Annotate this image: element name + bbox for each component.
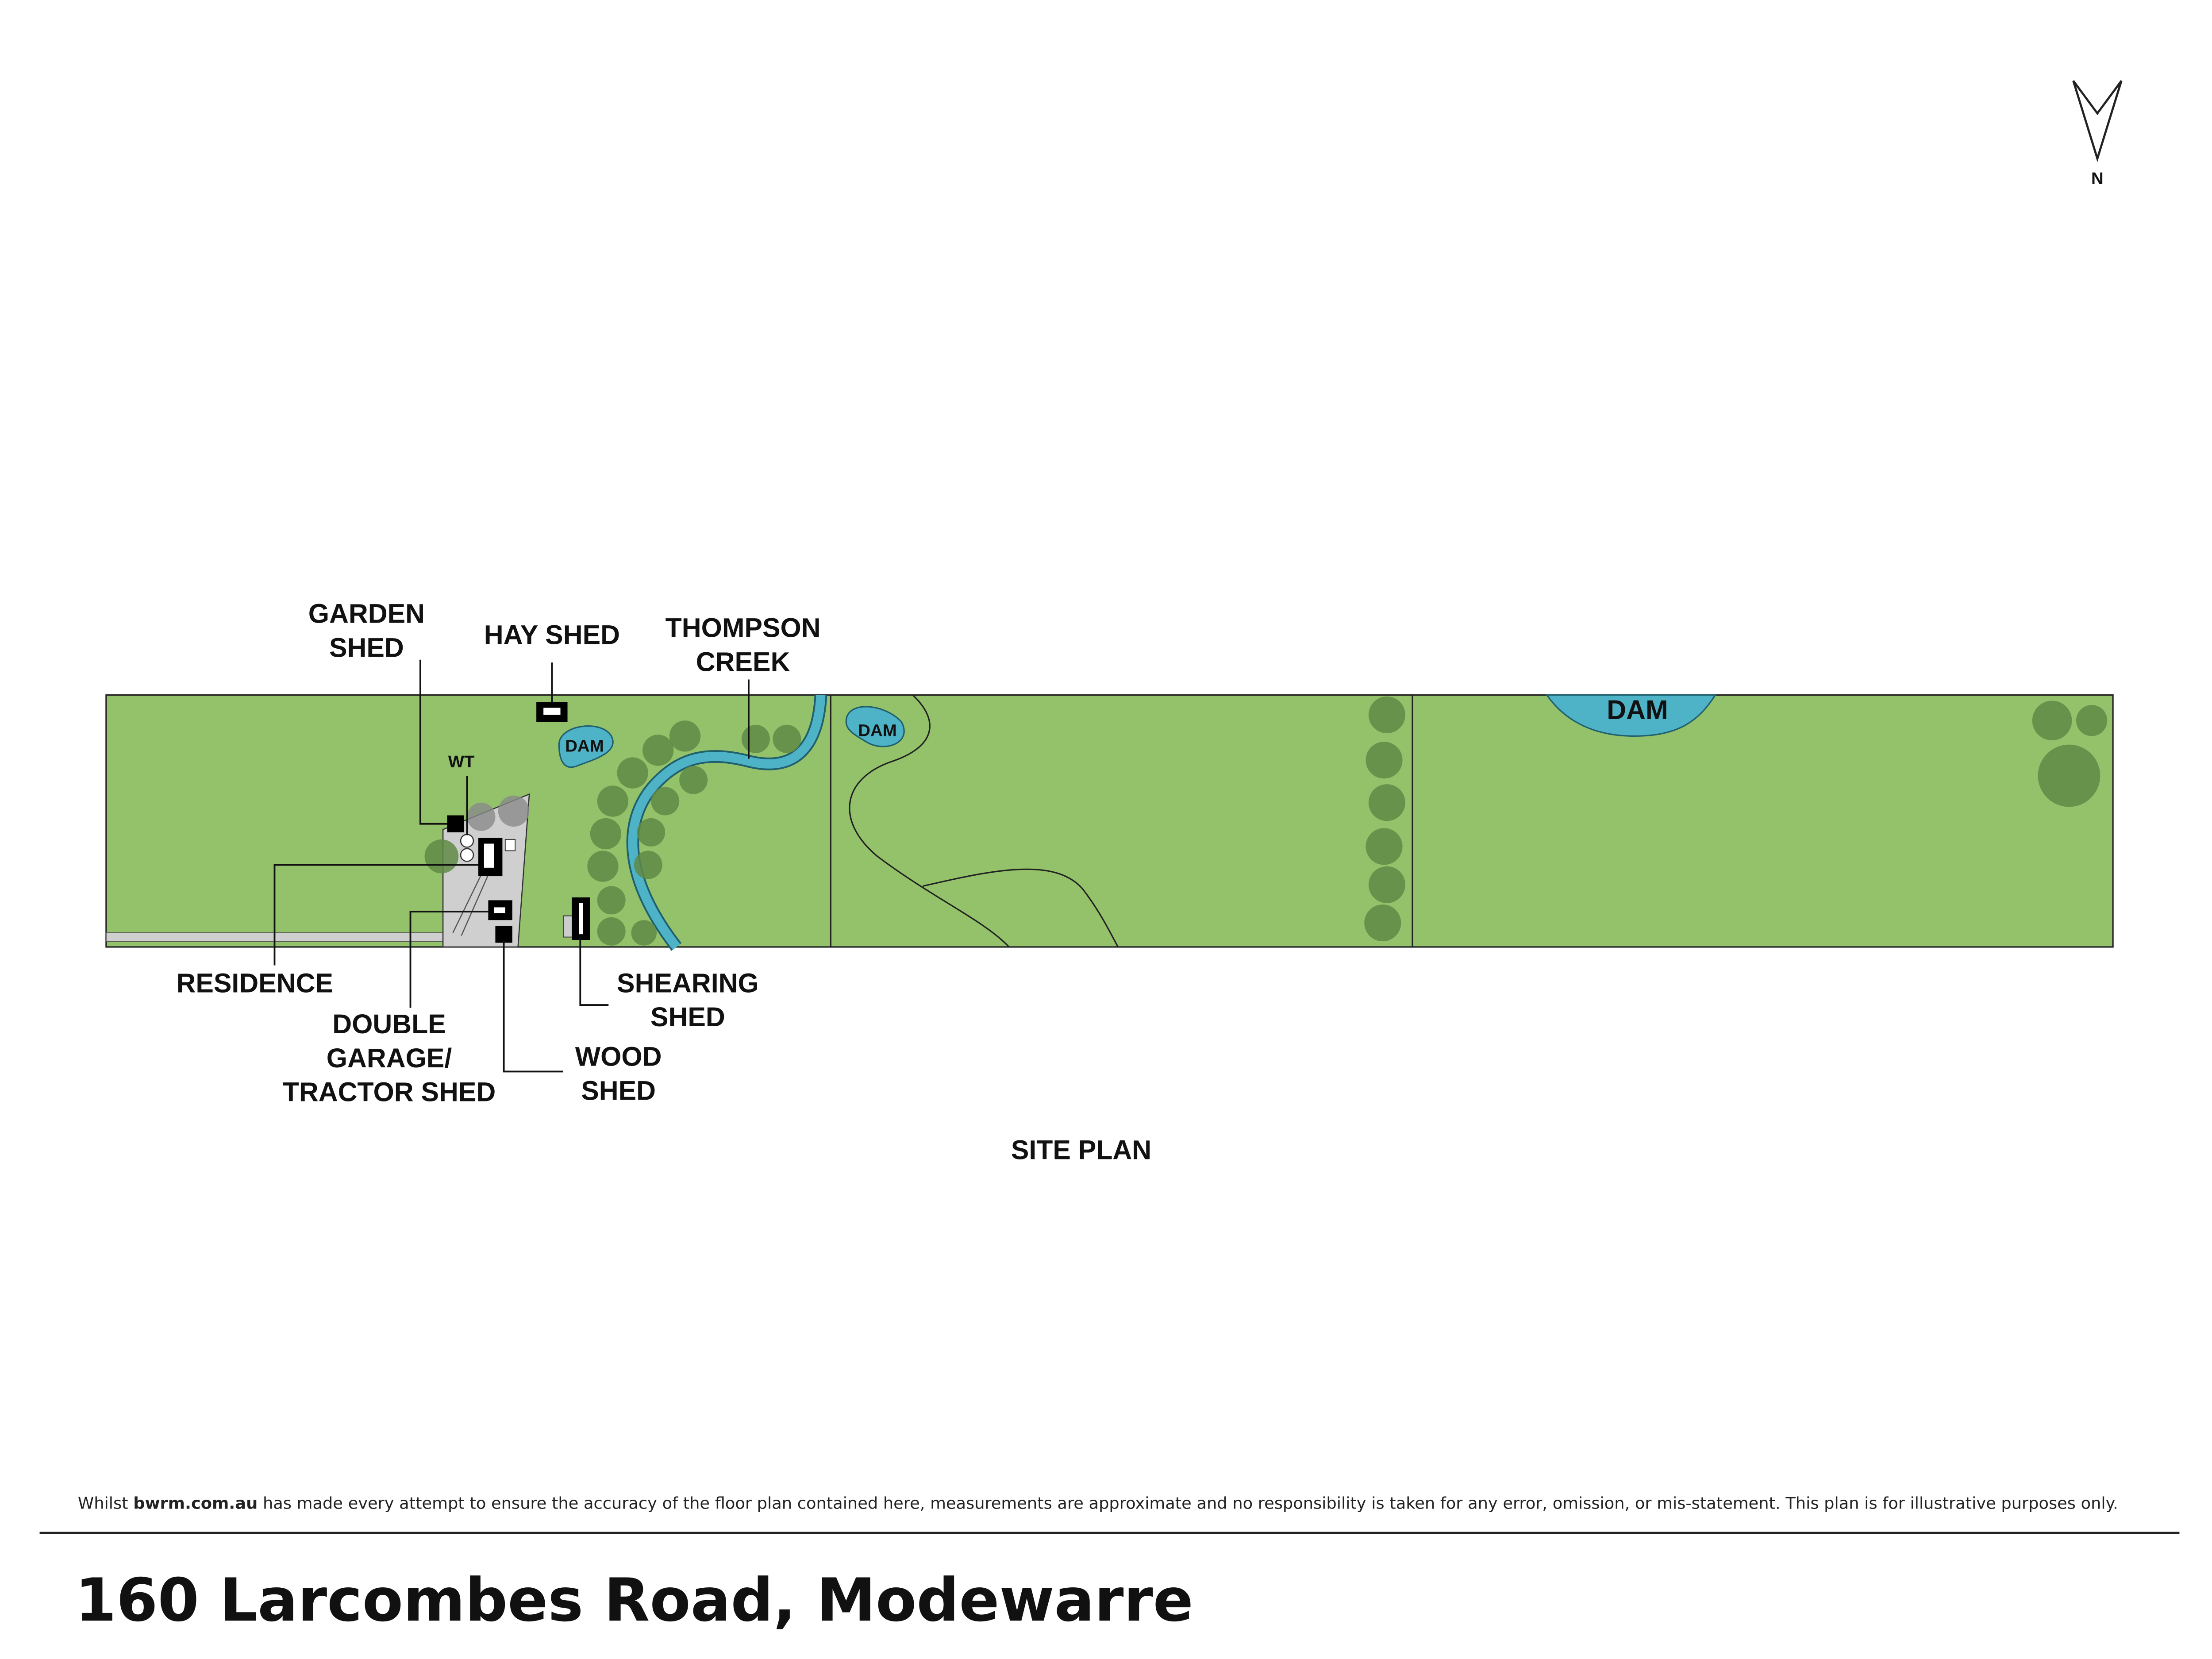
water-tank-label: WT xyxy=(448,752,475,771)
shearing-shed-label: SHEARING xyxy=(617,968,759,998)
brand-link: bwrm.com.au xyxy=(133,1494,258,1513)
double-garage-label: GARAGE/ xyxy=(327,1043,452,1073)
garden-shed xyxy=(447,815,465,832)
dam-label: DAM xyxy=(858,721,896,740)
dam-2 xyxy=(845,706,905,747)
site-plan-caption: SITE PLAN xyxy=(1011,1135,1151,1165)
farm-track xyxy=(922,868,1119,947)
water-tank xyxy=(460,848,474,862)
residence-label: RESIDENCE xyxy=(176,968,333,998)
wood-shed-label: SHED xyxy=(581,1075,656,1105)
farm-track xyxy=(849,694,1010,948)
tree-cluster xyxy=(587,720,801,946)
dam-label: DAM xyxy=(565,737,604,756)
garden-shed-label: SHED xyxy=(329,632,404,662)
double-garage-label: TRACTOR SHED xyxy=(283,1077,496,1107)
dam-1 xyxy=(558,725,614,768)
wood-shed-label: WOOD xyxy=(575,1042,662,1072)
north-arrow-icon: N xyxy=(2072,80,2123,188)
disclaimer: Whilst bwrm.com.au has made every attemp… xyxy=(78,1494,2118,1513)
driveway xyxy=(105,932,446,942)
tree-row xyxy=(1364,696,1405,942)
thompson-creek-label: CREEK xyxy=(696,647,790,677)
thompson-creek-label: THOMPSON xyxy=(666,613,821,643)
north-label: N xyxy=(2091,169,2104,188)
property-boundary xyxy=(105,694,2114,948)
garden-shed-label: GARDEN xyxy=(308,599,425,629)
double-garage-label: DOUBLE xyxy=(332,1009,446,1039)
hay-shed-label: HAY SHED xyxy=(484,620,620,650)
dam-3 xyxy=(1545,694,1717,737)
water-tank xyxy=(460,834,474,848)
shearing-shed-label: SHED xyxy=(650,1002,725,1032)
property-address: 160 Larcombes Road, Modewarre xyxy=(75,1565,1193,1635)
tree-cluster-east xyxy=(2032,701,2108,807)
dam-label: DAM xyxy=(1607,695,1668,725)
